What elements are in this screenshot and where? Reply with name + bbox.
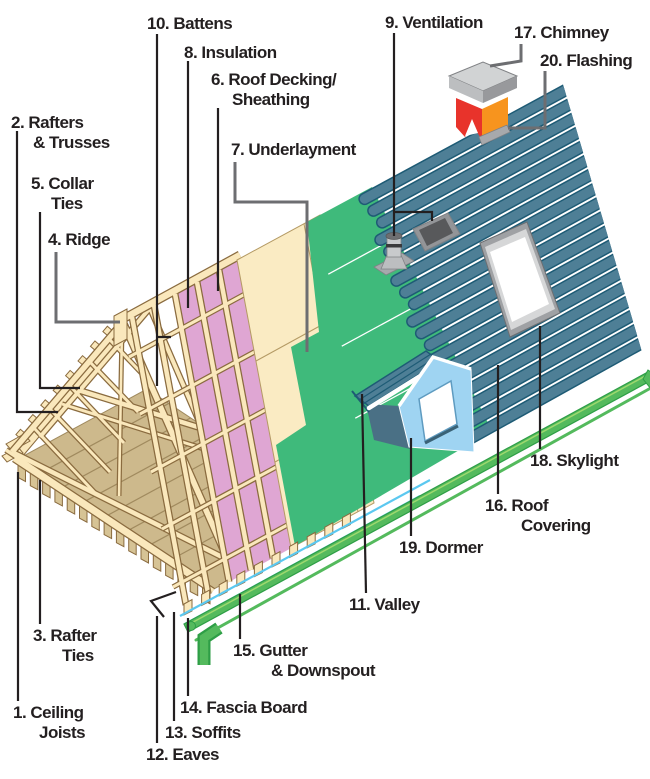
leader-collar-ties (38, 212, 80, 390)
label-gutter-downspout: 15. Gutter& Downspout (233, 641, 376, 680)
dormer-roof-course (362, 357, 436, 405)
shingle-course (439, 295, 636, 408)
label-dormer: 19. Dormer (399, 538, 483, 557)
beam (194, 281, 254, 571)
dormer (351, 350, 475, 453)
leader-flashing (508, 71, 547, 130)
beam (128, 291, 248, 359)
skylight-glass (490, 237, 549, 322)
leader-ridge (54, 252, 120, 324)
beam (161, 463, 281, 531)
label-roof-decking: 6. Roof Decking/Sheathing (211, 70, 337, 109)
leader-lines (15, 33, 547, 743)
shingle-course (377, 111, 583, 228)
leader-underlayment (233, 162, 309, 352)
drip-edge (179, 479, 431, 617)
label-insulation: 8. Insulation (184, 43, 277, 62)
ridge-board-end (113, 308, 128, 347)
label-ventilation: 9. Ventilation (385, 13, 483, 32)
beam (119, 252, 242, 323)
beam (216, 269, 276, 559)
dormer-window-sill (424, 424, 459, 445)
beam (129, 316, 189, 606)
label-soffits: 13. Soffits (165, 723, 241, 742)
vent-panel (412, 212, 461, 252)
beam (172, 521, 292, 589)
label-skylight: 18. Skylight (530, 451, 619, 470)
label-valley: 11. Valley (349, 595, 420, 614)
shingle-course (457, 323, 642, 432)
leader-battens (155, 34, 171, 386)
valley-line (351, 390, 370, 413)
downspout (199, 624, 222, 665)
shingle-course (375, 125, 587, 245)
label-battens: 10. Battens (147, 14, 233, 33)
chimney-cap-side-left (449, 76, 483, 103)
beam (139, 348, 259, 416)
gutter-highlight (185, 373, 650, 627)
shingle-course (455, 337, 642, 449)
beam (10, 449, 230, 563)
label-rafters-trusses: 2. Rafters& Trusses (11, 113, 110, 152)
beam (61, 402, 215, 454)
vent-pipe (373, 232, 415, 276)
beam (48, 407, 112, 474)
gutter-front-lip (194, 387, 650, 642)
vent-pipe-band (386, 244, 402, 248)
beam (151, 304, 211, 594)
beam (150, 406, 270, 474)
beam (5, 448, 206, 584)
label-fascia-board: 14. Fascia Board (180, 698, 308, 717)
chimney-flashing (478, 124, 511, 146)
dormer-roof-course (358, 353, 432, 401)
leader-ventilation (392, 33, 434, 236)
shingle-course (368, 97, 579, 216)
shingle-course (391, 167, 600, 286)
label-ridge: 4. Ridge (48, 230, 111, 249)
label-chimney: 17. Chimney (514, 23, 609, 42)
leader-chimney (489, 44, 523, 68)
underlayment-layer (276, 187, 492, 546)
leader-eaves (149, 590, 177, 743)
leader-rafters-trusses (15, 131, 58, 414)
rafters-and-battens (118, 251, 293, 606)
vent-panel-face (419, 218, 453, 246)
label-underlayment: 7. Underlayment (231, 140, 356, 159)
label-flashing: 20. Flashing (540, 51, 633, 70)
leader-valley (360, 393, 368, 594)
shingle-course (359, 83, 575, 204)
shingle-course (441, 281, 632, 391)
skylight (479, 221, 561, 338)
beam (68, 384, 126, 445)
dormer-side-shadow (366, 404, 410, 449)
beam (32, 426, 98, 496)
shingle-course (448, 309, 640, 420)
dormer-window (418, 379, 458, 443)
beam (172, 293, 232, 583)
dormer-gable-trim (397, 354, 472, 407)
chimney-cap-side-right (483, 76, 517, 103)
chimney-ridge-notch (465, 119, 478, 136)
chimney (447, 61, 519, 146)
beam (117, 327, 124, 497)
beam (88, 360, 140, 414)
gutter-tip (642, 369, 650, 389)
label-eaves: 12. Eaves (146, 745, 220, 764)
